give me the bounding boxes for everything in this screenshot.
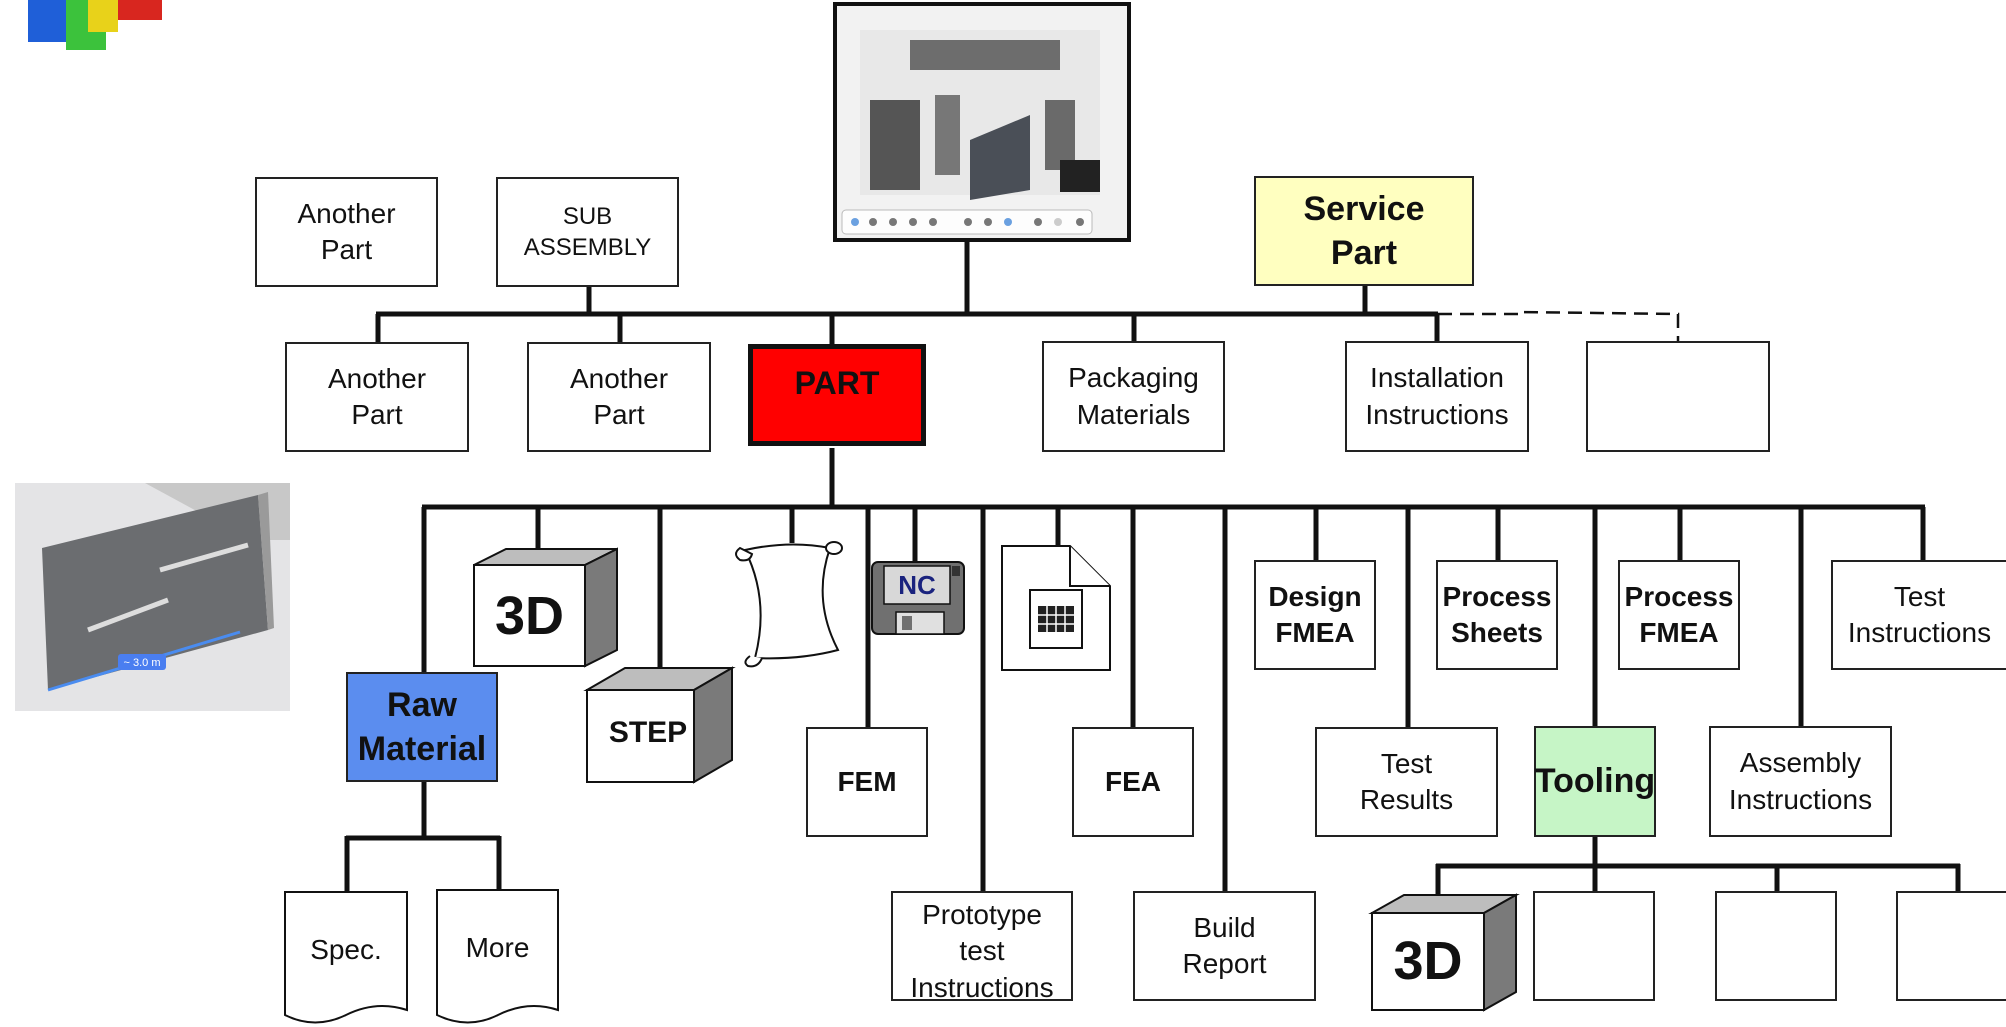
fem-label: FEM — [837, 765, 897, 797]
another-part-box-1[interactable]: Another Part — [285, 342, 469, 452]
nc-label: NC — [898, 570, 936, 600]
step-label: STEP — [608, 716, 688, 749]
more-document-shape — [436, 889, 559, 1024]
service-part-label: Service Part — [1303, 189, 1425, 272]
spec-document-shape — [284, 891, 408, 1024]
test-instructions-label: Test Instructions — [1847, 580, 1992, 648]
packaging-materials-label: Packaging Materials — [1068, 362, 1199, 430]
test-results-box[interactable]: Test Results — [1315, 727, 1498, 837]
empty-box[interactable] — [1586, 341, 1770, 452]
another-part-label-2: Another Part — [569, 362, 669, 430]
raw-material-box[interactable]: Raw Material — [346, 672, 498, 782]
fea-label: FEA — [1105, 765, 1161, 797]
test-results-label: Test Results — [1359, 747, 1454, 815]
assembly-instructions-label: Assembly Instructions — [1728, 747, 1873, 815]
cube-3d-icon — [473, 547, 618, 668]
connector-lines — [344, 240, 1961, 898]
fea-box[interactable]: FEA — [1072, 727, 1194, 837]
more-label: More — [465, 932, 530, 963]
part-box[interactable]: PART — [748, 344, 926, 446]
scroll-document-icon — [735, 541, 843, 668]
cube-3d-label: 3D — [494, 586, 565, 646]
tooling-box[interactable]: Tooling — [1534, 726, 1656, 837]
installation-instructions-label: Installation Instructions — [1365, 362, 1509, 430]
tooling-label: Tooling — [1534, 762, 1656, 801]
another-part-top-label: Another Part — [297, 197, 396, 265]
test-instructions-box[interactable]: Test Instructions — [1831, 560, 2006, 670]
cad-model-screenshot — [833, 2, 1131, 242]
raw-material-label: Raw Material — [357, 685, 487, 768]
tooling-cube-3d-label: 3D — [1393, 931, 1463, 991]
prototype-test-instructions-label: Prototype test Instructions — [910, 899, 1054, 1001]
another-part-top-box[interactable]: Another Part — [255, 177, 438, 287]
fem-box[interactable]: FEM — [806, 727, 928, 837]
tooling-cube-3d-icon — [1368, 893, 1520, 1012]
step-cube-icon — [583, 666, 736, 784]
service-part-box[interactable]: Service Part — [1254, 176, 1474, 286]
design-fmea-box[interactable]: Design FMEA — [1254, 560, 1376, 670]
build-report-label: Build Report — [1182, 911, 1267, 979]
spreadsheet-document-icon — [1001, 545, 1111, 671]
wall-panel-thumbnail — [15, 483, 290, 711]
process-fmea-box[interactable]: Process FMEA — [1618, 560, 1740, 670]
packaging-materials-box[interactable]: Packaging Materials — [1042, 341, 1225, 452]
process-sheets-label: Process Sheets — [1442, 580, 1552, 648]
another-part-box-2[interactable]: Another Part — [527, 342, 711, 452]
dimension-label: ~ 3.0 m — [123, 657, 161, 669]
spec-label: Spec. — [310, 934, 382, 965]
another-part-label-1: Another Part — [327, 362, 427, 430]
part-label: PART — [794, 365, 880, 401]
floppy-disk-nc-icon — [871, 561, 965, 635]
tooling-child-box-1[interactable] — [1533, 891, 1655, 1001]
tooling-child-box-3[interactable] — [1896, 891, 2006, 1001]
sub-assembly-label: SUB ASSEMBLY — [523, 202, 652, 261]
assembly-instructions-box[interactable]: Assembly Instructions — [1709, 726, 1892, 837]
installation-instructions-box[interactable]: Installation Instructions — [1345, 341, 1529, 452]
dashed-connector — [1438, 310, 1680, 343]
app-logo — [28, 0, 162, 50]
prototype-test-instructions-box[interactable]: Prototype test Instructions — [891, 891, 1073, 1001]
tooling-child-box-2[interactable] — [1715, 891, 1837, 1001]
process-sheets-box[interactable]: Process Sheets — [1436, 560, 1558, 670]
design-fmea-label: Design FMEA — [1268, 580, 1362, 648]
process-fmea-label: Process FMEA — [1624, 580, 1734, 648]
sub-assembly-box[interactable]: SUB ASSEMBLY — [496, 177, 679, 287]
build-report-box[interactable]: Build Report — [1133, 891, 1316, 1001]
